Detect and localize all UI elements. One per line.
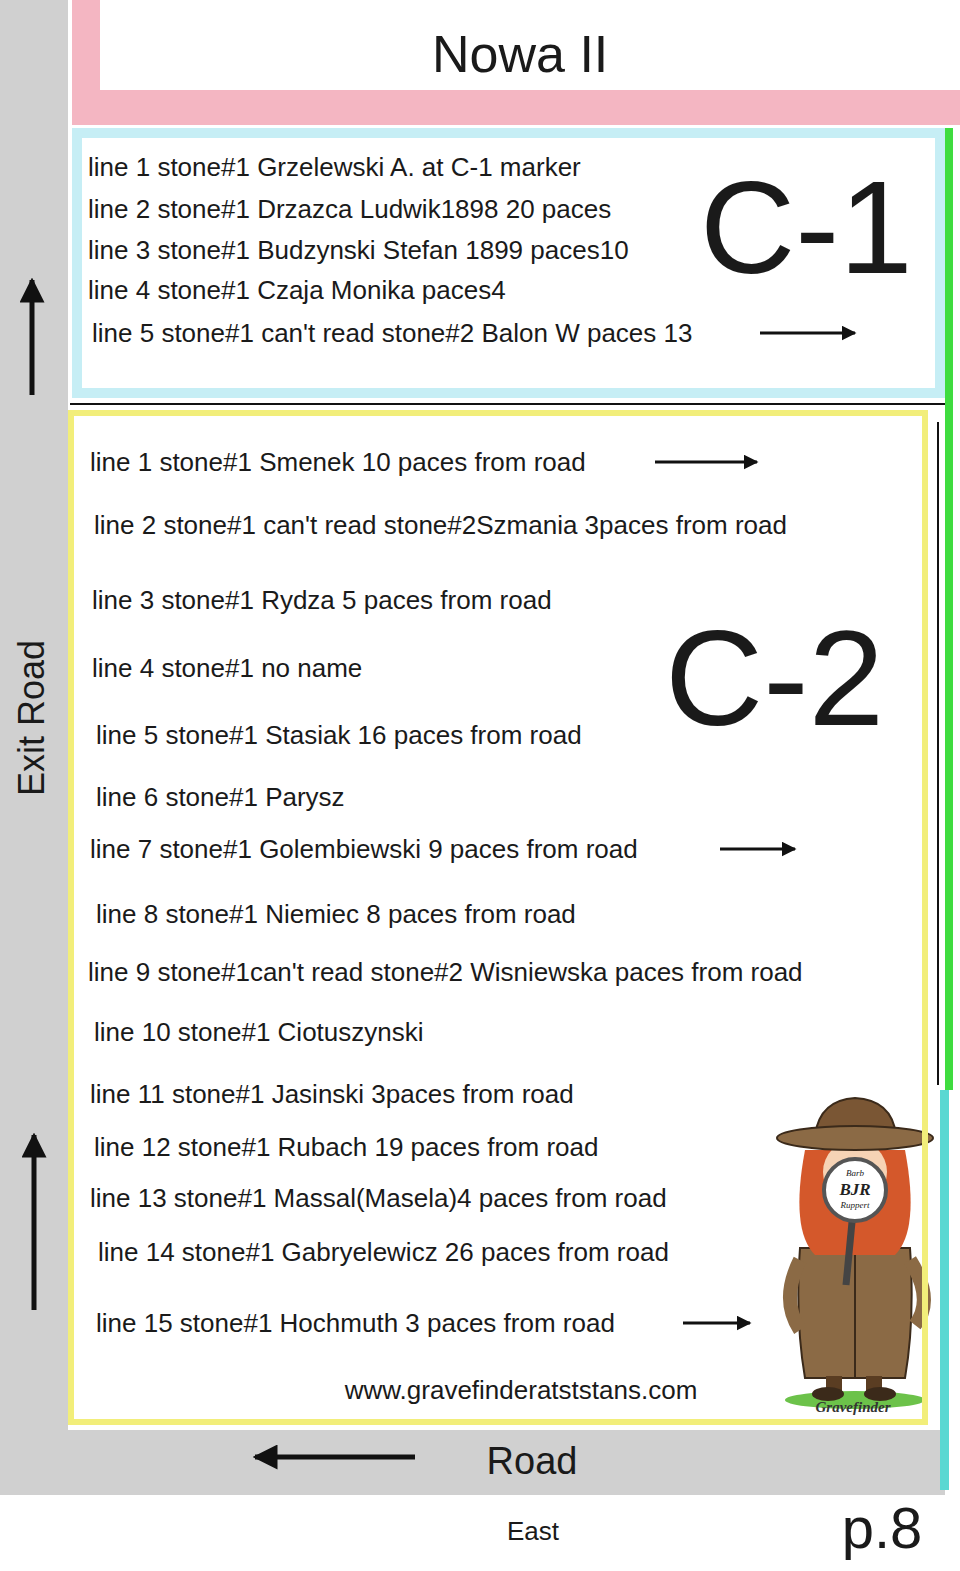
row-arrow: [655, 461, 757, 464]
grave-row: line 13 stone#1 Massal(Masela)4 paces fr…: [90, 1183, 667, 1213]
grave-row: line 8 stone#1 Niemiec 8 paces from road: [96, 899, 576, 929]
grave-row: line 2 stone#1 can't read stone#2Szmania…: [94, 510, 787, 540]
compass-direction: East: [507, 1517, 559, 1546]
title-band: [72, 90, 960, 125]
row-arrow: [683, 1322, 750, 1325]
watermark: Barb: [846, 1169, 864, 1179]
exit-road-band: [0, 0, 68, 1495]
grave-row: line 3 stone#1 Budzynski Stefan 1899 pac…: [88, 235, 629, 265]
section-box: C-2 line 1 stone#1 Smenek 10 paces from r…: [68, 410, 928, 1425]
section-heading: C-1: [700, 162, 913, 294]
grave-row: line 12 stone#1 Rubach 19 paces from roa…: [94, 1132, 598, 1162]
grave-row: line 11 stone#1 Jasinski 3paces from roa…: [90, 1079, 574, 1109]
grave-row: line 4 stone#1 Czaja Monika paces4: [88, 275, 506, 305]
grave-row: line 1 stone#1 Grzelewski A. at C-1 mark…: [88, 152, 581, 182]
direction-arrow: [32, 1135, 37, 1310]
watermark: Ruppert: [841, 1201, 870, 1211]
grave-row: line 1 stone#1 Smenek 10 paces from road: [90, 447, 586, 477]
map-title: Nowa II: [432, 28, 608, 80]
row-arrow: [760, 332, 855, 335]
grave-row: line 7 stone#1 Golembiewski 9 paces from…: [90, 834, 638, 864]
road-name: Exit Road: [12, 640, 52, 796]
watermark: BJR: [839, 1181, 870, 1200]
section-box: C-1 line 1 stone#1 Grzelewski A. at C-1 m…: [72, 128, 945, 398]
grave-row: line 9 stone#1can't read stone#2 Wisniew…: [88, 957, 803, 987]
section-heading: C-2: [665, 610, 884, 746]
watermark: Gravefinder: [816, 1399, 891, 1416]
section-divider: [70, 403, 945, 405]
detective-illustration: [777, 1098, 933, 1409]
grave-row: line 2 stone#1 Drzazca Ludwik1898 20 pac…: [88, 194, 611, 224]
grave-row: line 6 stone#1 Parysz: [96, 782, 345, 812]
grave-row: line 15 stone#1 Hochmuth 3 paces from ro…: [96, 1308, 615, 1338]
grave-row: line 5 stone#1 Stasiak 16 paces from roa…: [96, 720, 582, 750]
page-number: p.8: [842, 1496, 923, 1560]
edge-line: [940, 1090, 949, 1490]
website-note: www.gravefinderatststans.com: [345, 1376, 698, 1405]
grave-row: line 4 stone#1 no name: [92, 653, 362, 683]
road-band: [0, 1430, 945, 1495]
edge-line: [945, 128, 953, 1090]
direction-arrow: [255, 1455, 415, 1460]
grave-row: line 5 stone#1 can't read stone#2 Balon …: [92, 318, 692, 348]
grave-row: line 14 stone#1 Gabryelewicz 26 paces fr…: [98, 1237, 669, 1267]
edge-line: [937, 422, 939, 1085]
direction-arrow: [30, 280, 35, 395]
grave-row: line 3 stone#1 Rydza 5 paces from road: [92, 585, 552, 615]
row-arrow: [720, 848, 795, 851]
road-name: Road: [487, 1441, 578, 1483]
grave-row: line 10 stone#1 Ciotuszynski: [94, 1017, 424, 1047]
